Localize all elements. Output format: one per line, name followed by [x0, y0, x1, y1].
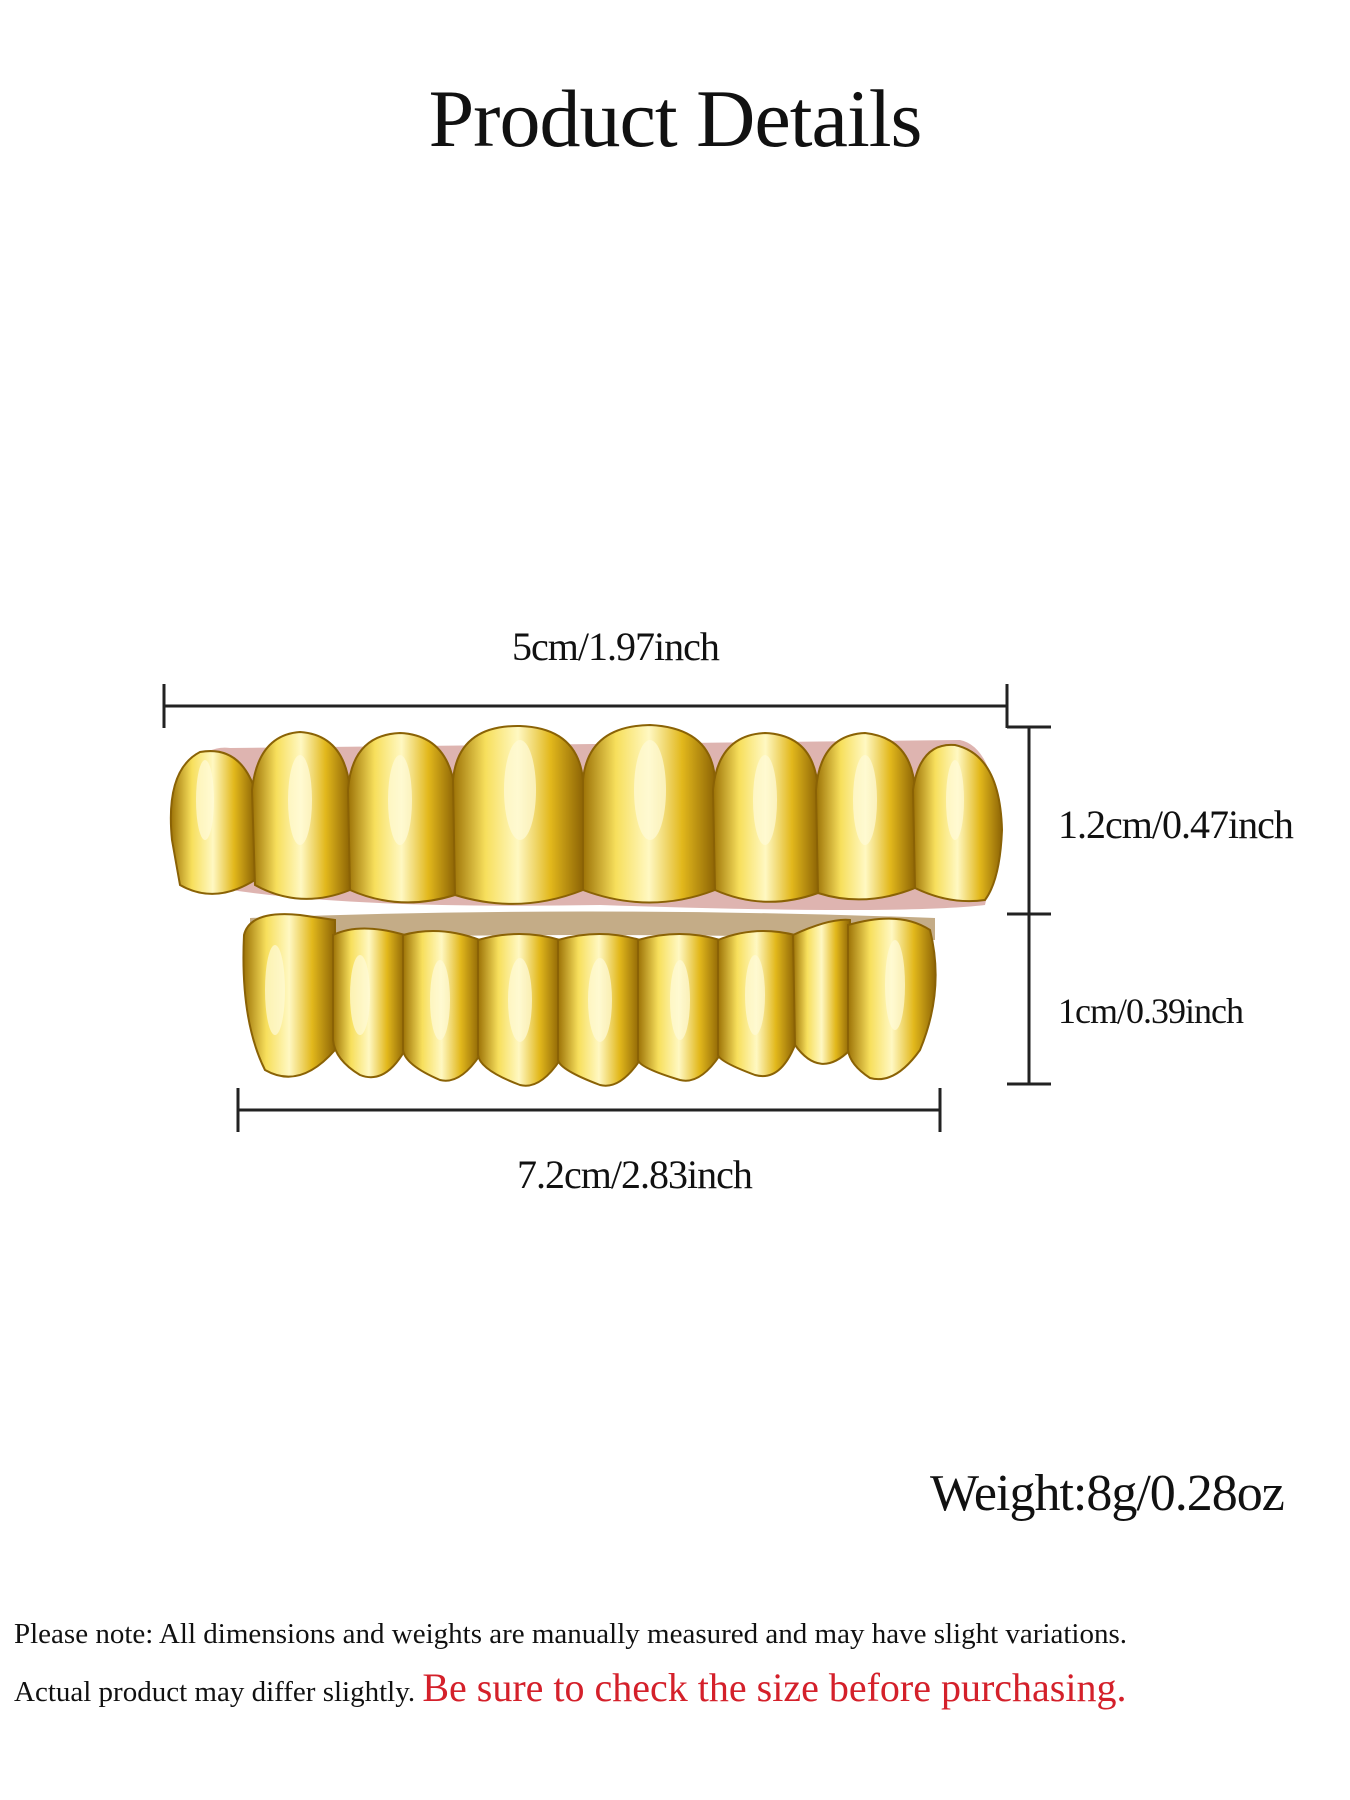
- top-height-label: 1.2cm/0.47inch: [1058, 802, 1294, 847]
- bottom-height-label: 1cm/0.39inch: [1058, 991, 1244, 1031]
- disclaimer-text-2: Actual product may differ slightly.: [14, 1676, 416, 1708]
- page-title: Product Details: [428, 73, 923, 164]
- lower-grill: [242, 911, 937, 1087]
- weight-label: Weight:8g/0.28oz: [930, 1465, 1285, 1522]
- dimension-lines: [162, 684, 1051, 1132]
- bottom-width-label: 7.2cm/2.83inch: [517, 1152, 753, 1197]
- disclaimer-text-1: Please note: All dimensions and weights …: [14, 1618, 1128, 1650]
- upper-grill: [169, 723, 1004, 910]
- size-warning: Be sure to check the size before purchas…: [422, 1665, 1127, 1710]
- top-width-label: 5cm/1.97inch: [512, 624, 720, 669]
- disclaimer-line-2: Actual product may differ slightly. Be s…: [14, 1668, 1127, 1708]
- disclaimer-line-1: Please note: All dimensions and weights …: [14, 1620, 1127, 1649]
